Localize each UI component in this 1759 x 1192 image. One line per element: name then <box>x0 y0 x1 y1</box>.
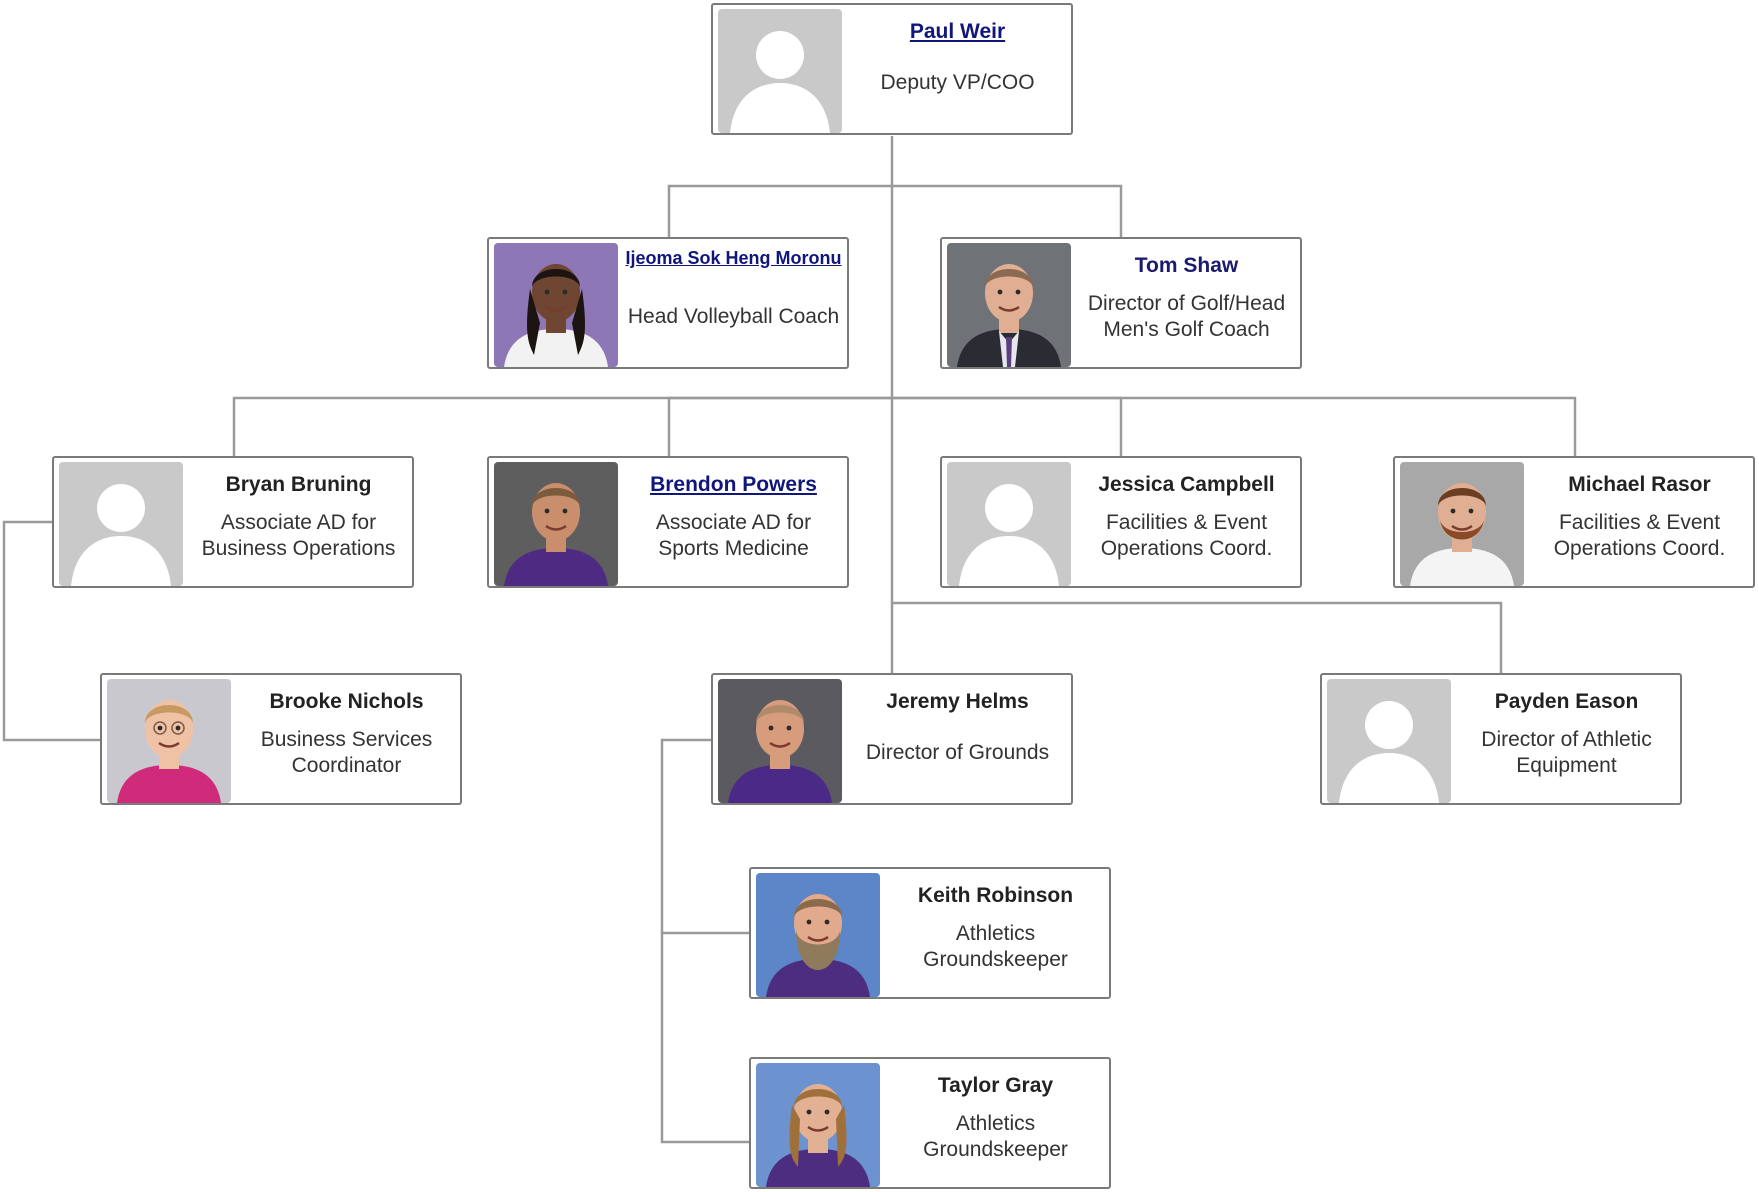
person-title: Facilities & Event Operations Coord. <box>1100 511 1273 560</box>
person-name: Keith Robinson <box>917 884 1074 907</box>
connector-michael <box>892 396 1577 456</box>
person-title: Athletics Groundskeeper <box>923 922 1068 971</box>
org-card-michael-rasor: Michael Rasor Facilities & Event Operati… <box>1393 456 1755 588</box>
org-card-brooke-nichols: Brooke Nichols Business Services Coordin… <box>100 673 462 805</box>
avatar-photo <box>756 873 880 997</box>
org-card-brendon-powers: Brendon Powers Associate AD for Sports M… <box>487 456 849 588</box>
org-card-bryan-bruning: Bryan Bruning Associate AD for Business … <box>52 456 414 588</box>
person-name[interactable]: Paul Weir <box>909 20 1006 43</box>
person-name: Michael Rasor <box>1568 473 1711 496</box>
person-title: Director of Grounds <box>865 741 1050 764</box>
connector-brendon <box>667 396 892 456</box>
person-title: Facilities & Event Operations Coord. <box>1553 511 1726 560</box>
org-card-payden-eason: Payden Eason Director of Athletic Equipm… <box>1320 673 1682 805</box>
person-name: Jessica Campbell <box>1098 473 1275 496</box>
person-name[interactable]: Brendon Powers <box>650 473 817 496</box>
avatar-placeholder-icon <box>718 9 842 133</box>
org-card-jessica-campbell: Jessica Campbell Facilities & Event Oper… <box>940 456 1302 588</box>
person-name: Bryan Bruning <box>225 473 372 496</box>
connector-tom <box>892 184 1123 237</box>
person-title: Associate AD for Sports Medicine <box>655 511 812 560</box>
person-title: Head Volleyball Coach <box>627 305 840 328</box>
connector-payden <box>892 601 1503 673</box>
avatar-photo <box>947 243 1071 367</box>
connector-bryan <box>232 396 892 456</box>
org-card-tom-shaw: Tom Shaw Director of Golf/Head Men's Gol… <box>940 237 1302 369</box>
person-title: Deputy VP/COO <box>880 71 1035 94</box>
person-title: Director of Golf/Head Men's Golf Coach <box>1087 292 1286 341</box>
avatar-photo <box>1400 462 1524 586</box>
connector-jessica <box>892 396 1123 456</box>
person-name[interactable]: Ijeoma Sok Heng Moronu <box>625 248 842 268</box>
person-name: Jeremy Helms <box>886 690 1029 713</box>
org-card-keith-robinson: Keith Robinson Athletics Groundskeeper <box>749 867 1111 999</box>
person-name: Brooke Nichols <box>269 690 424 713</box>
person-title: Director of Athletic Equipment <box>1481 728 1652 777</box>
avatar-photo <box>494 243 618 367</box>
org-card-jeremy-helms: Jeremy Helms Director of Grounds <box>711 673 1073 805</box>
avatar-placeholder-icon <box>59 462 183 586</box>
person-title: Associate AD for Business Operations <box>201 511 396 560</box>
connector-ijeoma <box>667 184 892 237</box>
avatar-photo <box>107 679 231 803</box>
connector-brooke <box>2 520 101 742</box>
org-card-taylor-gray: Taylor Gray Athletics Groundskeeper <box>749 1057 1111 1189</box>
person-title: Business Services Coordinator <box>260 728 433 777</box>
person-name: Payden Eason <box>1494 690 1639 713</box>
person-name: Taylor Gray <box>937 1074 1054 1097</box>
connector-keith <box>660 738 749 935</box>
avatar-placeholder-icon <box>947 462 1071 586</box>
avatar-placeholder-icon <box>1327 679 1451 803</box>
org-card-paul-weir: Paul Weir Deputy VP/COO <box>711 3 1073 135</box>
avatar-photo <box>756 1063 880 1187</box>
connector-taylor <box>660 933 749 1144</box>
avatar-photo <box>718 679 842 803</box>
avatar-photo <box>494 462 618 586</box>
person-title: Athletics Groundskeeper <box>923 1112 1068 1161</box>
person-name: Tom Shaw <box>1134 254 1239 277</box>
org-card-ijeoma-moronu: Ijeoma Sok Heng Moronu Head Volleyball C… <box>487 237 849 369</box>
